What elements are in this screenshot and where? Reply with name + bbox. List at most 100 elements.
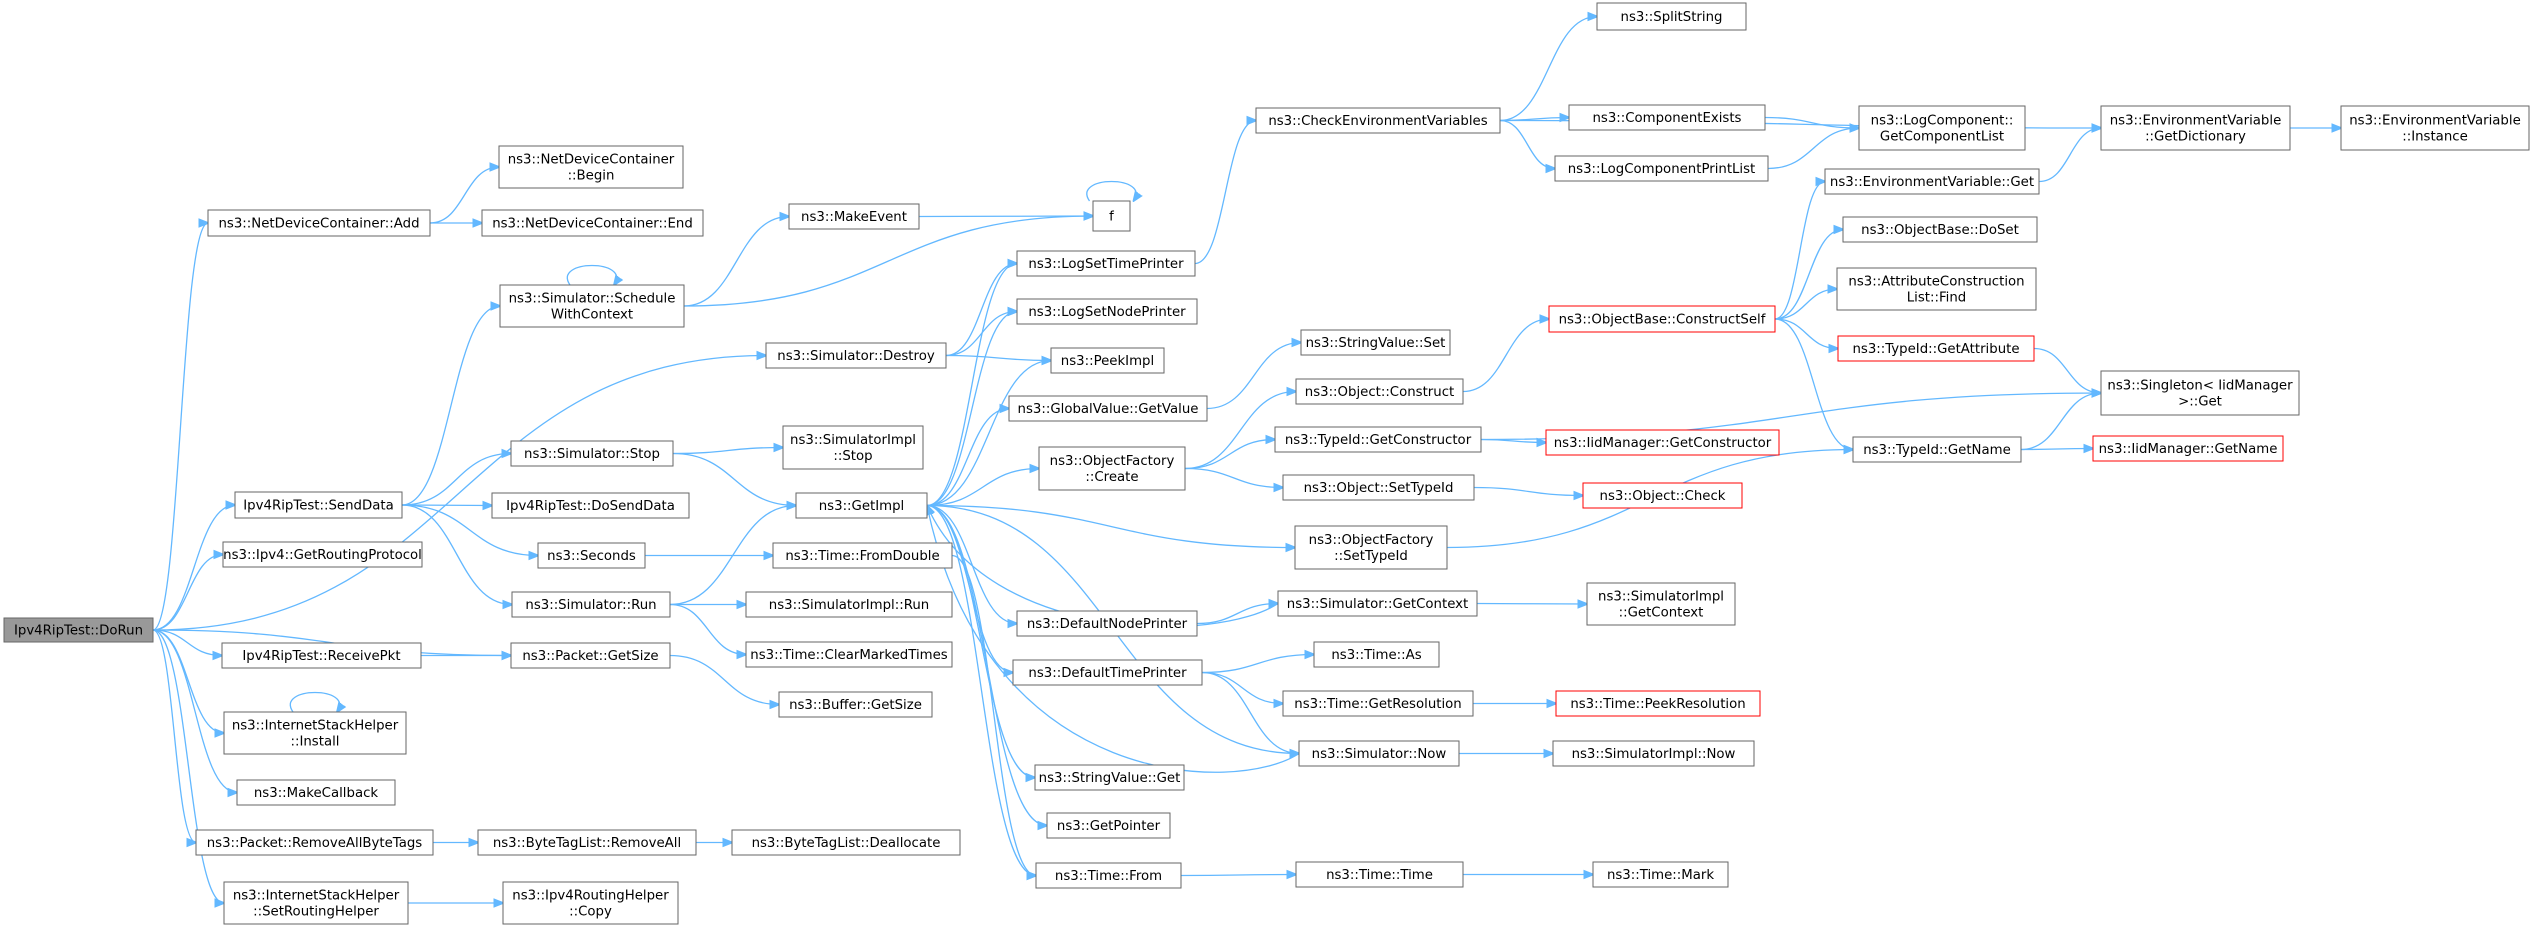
edge-sim_swc-to-make_event bbox=[683, 217, 789, 307]
node-rm_bytetags[interactable]: ns3::Packet::RemoveAllByteTags bbox=[195, 829, 434, 856]
node-seconds[interactable]: ns3::Seconds bbox=[537, 542, 646, 569]
node-label: ns3::Time::Mark bbox=[1607, 868, 1714, 883]
node-ndc_begin[interactable]: ns3::NetDeviceContainer::Begin bbox=[498, 145, 684, 189]
node-box bbox=[745, 591, 953, 618]
node-singleton[interactable]: ns3::Singleton< IidManager>::Get bbox=[2100, 370, 2300, 416]
edge-ob_cs-to-ob_doset bbox=[1774, 230, 1843, 320]
node-do_send[interactable]: Ipv4RipTest::DoSendData bbox=[491, 492, 690, 519]
edge-sim_stop-to-simimpl_stop bbox=[672, 448, 783, 455]
node-lc_gcl[interactable]: ns3::LogComponent::GetComponentList bbox=[1858, 105, 2026, 151]
node-of_create[interactable]: ns3::ObjectFactory::Create bbox=[1038, 446, 1186, 491]
node-time_mark[interactable]: ns3::Time::Mark bbox=[1592, 861, 1729, 888]
node-buf_getsize[interactable]: ns3::Buffer::GetSize bbox=[778, 691, 933, 718]
node-gv_getvalue[interactable]: ns3::GlobalValue::GetValue bbox=[1008, 395, 1208, 422]
node-ish_install[interactable]: ns3::InternetStackHelper::Install bbox=[223, 711, 407, 755]
node-box bbox=[1582, 482, 1743, 509]
edge-make_event-to-f bbox=[918, 216, 1093, 217]
edge-of_create-to-obj_settid bbox=[1184, 467, 1283, 488]
node-comp_exists[interactable]: ns3::ComponentExists bbox=[1568, 104, 1766, 131]
node-label: ns3::Time::FromDouble bbox=[785, 549, 939, 564]
node-peek_impl[interactable]: ns3::PeekImpl bbox=[1050, 347, 1165, 374]
node-time_peekres[interactable]: ns3::Time::PeekResolution bbox=[1555, 690, 1761, 717]
node-obj_construct[interactable]: ns3::Object::Construct bbox=[1295, 378, 1464, 405]
node-f[interactable]: f bbox=[1092, 200, 1131, 232]
node-label: ::Create bbox=[1085, 470, 1138, 485]
node-recv_pkt[interactable]: Ipv4RipTest::ReceivePkt bbox=[221, 642, 422, 669]
node-sim_destroy[interactable]: ns3::Simulator::Destroy bbox=[765, 342, 947, 369]
node-sim_stop[interactable]: ns3::Simulator::Stop bbox=[510, 440, 674, 467]
node-box bbox=[778, 691, 933, 718]
node-of_settid[interactable]: ns3::ObjectFactory::SetTypeId bbox=[1294, 525, 1448, 570]
node-label: ns3::ObjectFactory bbox=[1309, 533, 1434, 548]
node-obj_check[interactable]: ns3::Object::Check bbox=[1582, 482, 1743, 509]
node-log_stp[interactable]: ns3::LogSetTimePrinter bbox=[1016, 250, 1196, 277]
edge-sim_swc-to-sim_swc bbox=[566, 264, 616, 286]
node-tid_getattr[interactable]: ns3::TypeId::GetAttribute bbox=[1837, 335, 2035, 362]
node-irh_copy[interactable]: ns3::Ipv4RoutingHelper::Copy bbox=[502, 881, 679, 925]
node-lcpl[interactable]: ns3::LogComponentPrintList bbox=[1554, 155, 1769, 182]
node-ev_instance[interactable]: ns3::EnvironmentVariable::Instance bbox=[2340, 105, 2530, 151]
node-tid_getctor[interactable]: ns3::TypeId::GetConstructor bbox=[1274, 426, 1482, 453]
node-label: List::Find bbox=[1907, 291, 1966, 306]
node-dnp[interactable]: ns3::DefaultNodePrinter bbox=[1016, 610, 1198, 637]
node-time_from[interactable]: ns3::Time::From bbox=[1035, 862, 1182, 889]
node-box bbox=[1038, 446, 1186, 491]
node-label: ns3::MakeEvent bbox=[801, 210, 907, 225]
node-ish_setrh[interactable]: ns3::InternetStackHelper::SetRoutingHelp… bbox=[223, 881, 409, 925]
node-sim_getctx[interactable]: ns3::Simulator::GetContext bbox=[1277, 590, 1478, 617]
node-label: ns3::Object::Check bbox=[1600, 489, 1726, 504]
node-time_as[interactable]: ns3::Time::As bbox=[1313, 641, 1440, 668]
node-sv_get[interactable]: ns3::StringValue::Get bbox=[1034, 764, 1185, 791]
node-make_cb[interactable]: ns3::MakeCallback bbox=[236, 779, 396, 806]
edge-dorun-to-recv_pkt bbox=[152, 629, 222, 656]
node-label: ns3::LogSetTimePrinter bbox=[1028, 257, 1184, 272]
node-pkt_getsize[interactable]: ns3::Packet::GetSize bbox=[510, 642, 671, 669]
edge-get_impl-to-dnp bbox=[926, 504, 1017, 624]
node-split[interactable]: ns3::SplitString bbox=[1596, 2, 1747, 31]
node-simimpl_now[interactable]: ns3::SimulatorImpl::Now bbox=[1552, 740, 1755, 767]
node-time_time[interactable]: ns3::Time::Time bbox=[1295, 861, 1464, 888]
node-log_snp[interactable]: ns3::LogSetNodePrinter bbox=[1016, 298, 1198, 325]
node-iid_getname[interactable]: ns3::IidManager::GetName bbox=[2092, 435, 2284, 462]
edge-pkt_getsize-to-buf_getsize bbox=[669, 654, 779, 705]
node-ob_doset[interactable]: ns3::ObjectBase::DoSet bbox=[1842, 216, 2038, 243]
node-get_impl[interactable]: ns3::GetImpl bbox=[795, 492, 928, 519]
node-ev_get[interactable]: ns3::EnvironmentVariable::Get bbox=[1824, 168, 2040, 195]
node-dorun[interactable]: Ipv4RipTest::DoRun bbox=[3, 617, 154, 643]
node-box bbox=[1548, 305, 1776, 333]
node-make_event[interactable]: ns3::MakeEvent bbox=[788, 203, 920, 230]
node-btl_removeall[interactable]: ns3::ByteTagList::RemoveAll bbox=[477, 829, 697, 856]
node-ndc_end[interactable]: ns3::NetDeviceContainer::End bbox=[481, 209, 704, 237]
node-clear_marked[interactable]: ns3::Time::ClearMarkedTimes bbox=[745, 641, 953, 668]
edge-ob_cs-to-acl_find bbox=[1774, 289, 1837, 320]
node-sim_run[interactable]: ns3::Simulator::Run bbox=[511, 591, 671, 618]
node-from_double[interactable]: ns3::Time::FromDouble bbox=[772, 542, 953, 569]
node-sim_now[interactable]: ns3::Simulator::Now bbox=[1298, 740, 1460, 767]
node-label: ns3::Buffer::GetSize bbox=[789, 698, 922, 713]
node-box bbox=[1050, 347, 1165, 374]
node-iid_getctor[interactable]: ns3::IidManager::GetConstructor bbox=[1545, 429, 1780, 456]
node-ipv4_grp[interactable]: ns3::Ipv4::GetRoutingProtocol bbox=[222, 541, 423, 568]
node-get_pointer[interactable]: ns3::GetPointer bbox=[1046, 812, 1171, 839]
node-obj_settid[interactable]: ns3::Object::SetTypeId bbox=[1282, 474, 1475, 501]
node-ob_cs[interactable]: ns3::ObjectBase::ConstructSelf bbox=[1548, 305, 1776, 333]
node-ndc_add[interactable]: ns3::NetDeviceContainer::Add bbox=[207, 209, 431, 237]
node-label: ns3::LogComponent:: bbox=[1871, 114, 2014, 129]
edge-cev-to-comp_exists bbox=[1499, 118, 1569, 121]
node-cev[interactable]: ns3::CheckEnvironmentVariables bbox=[1255, 107, 1501, 134]
edge-send_data-to-sim_run bbox=[401, 504, 512, 605]
node-label: ns3::Object::Construct bbox=[1305, 385, 1454, 400]
node-btl_dealloc[interactable]: ns3::ByteTagList::Deallocate bbox=[731, 829, 961, 856]
node-tid_getname[interactable]: ns3::TypeId::GetName bbox=[1852, 436, 2022, 463]
node-time_getres[interactable]: ns3::Time::GetResolution bbox=[1282, 690, 1474, 717]
node-box bbox=[510, 642, 671, 669]
node-send_data[interactable]: Ipv4RipTest::SendData bbox=[234, 491, 403, 519]
node-ev_getdict[interactable]: ns3::EnvironmentVariable::GetDictionary bbox=[2100, 105, 2291, 151]
node-simimpl_run[interactable]: ns3::SimulatorImpl::Run bbox=[745, 591, 953, 618]
node-simimpl_stop[interactable]: ns3::SimulatorImpl::Stop bbox=[782, 425, 924, 470]
node-sv_set[interactable]: ns3::StringValue::Set bbox=[1300, 329, 1451, 356]
node-simimpl_getctx[interactable]: ns3::SimulatorImpl::GetContext bbox=[1586, 582, 1736, 626]
node-dtp[interactable]: ns3::DefaultTimePrinter bbox=[1012, 659, 1203, 686]
